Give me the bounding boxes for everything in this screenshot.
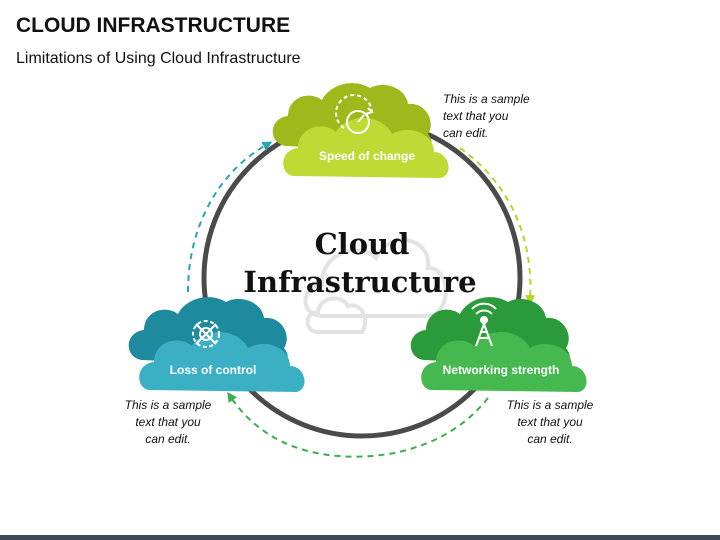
note-speed: This is a sample text that you can edit. — [443, 92, 530, 140]
bottom-bar — [0, 535, 720, 540]
note-loss: This is a sample text that you can edit. — [124, 398, 212, 446]
cloud-networking-strength: Networking strength — [410, 297, 587, 392]
cloud-label-network: Networking strength — [443, 363, 560, 377]
cloud-label-loss: Loss of control — [170, 363, 257, 377]
note-network: This is a sample text that you can edit. — [506, 398, 594, 446]
cloud-label-speed: Speed of change — [319, 149, 415, 163]
cloud-loss-of-control: Loss of control — [128, 297, 305, 392]
center-title-line1: Cloud — [315, 227, 410, 261]
arrow-loss-to-speed — [187, 141, 273, 293]
cloud-speed-of-change: Speed of change — [272, 83, 449, 178]
speedometer-icon — [335, 94, 374, 134]
page-title: CLOUD INFRASTRUCTURE — [16, 14, 291, 37]
antenna-tower-icon — [471, 302, 497, 347]
arrow-network-to-loss — [227, 391, 489, 458]
center-title-line2: Infrastructure — [243, 265, 476, 299]
cloud-watermark-icon — [303, 238, 448, 334]
page-subtitle: Limitations of Using Cloud Infrastructur… — [16, 50, 301, 67]
gear-brain-icon — [192, 320, 220, 348]
